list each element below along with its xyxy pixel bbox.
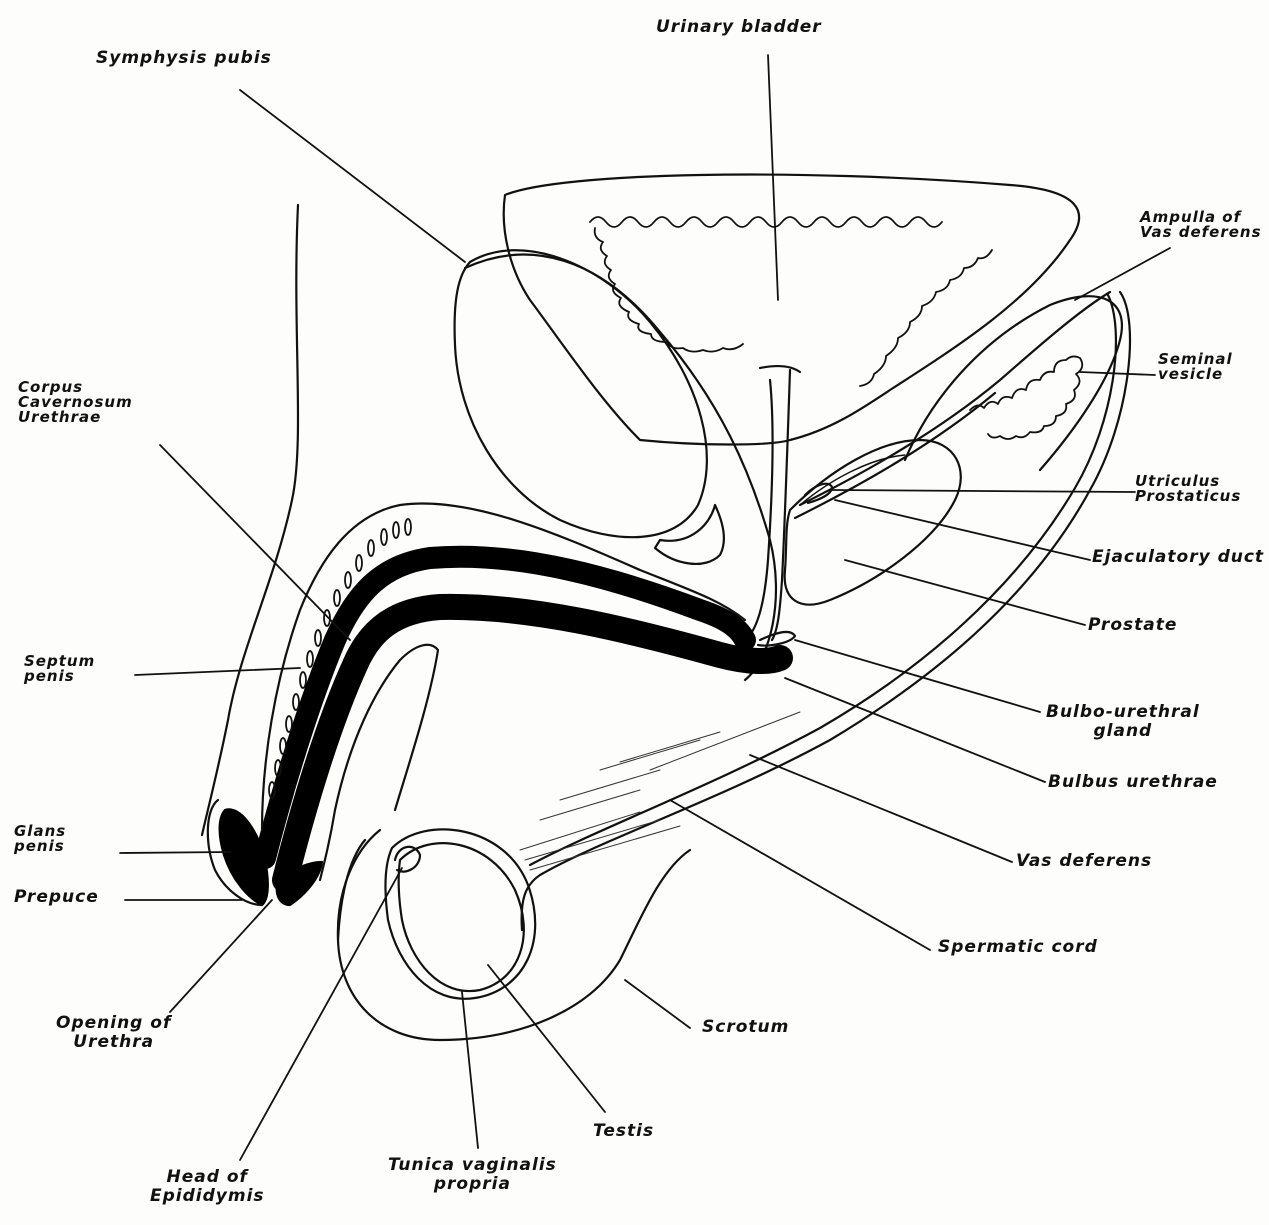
label-prepuce: Prepuce (14, 888, 99, 907)
bulbus-urethrae-band (285, 607, 780, 880)
bulbo-urethral-gland (758, 632, 795, 646)
scrotum-top (338, 840, 365, 940)
label-symphysis-pubis: Symphysis pubis (96, 49, 272, 68)
prostate-shape (785, 440, 961, 605)
label-spermatic-cord: Spermatic cord (938, 938, 1098, 957)
label-ejaculatory-duct: Ejaculatory duct (1092, 548, 1264, 567)
label-scrotum: Scrotum (702, 1018, 789, 1037)
glans-shape (220, 809, 268, 905)
seminal-vesicle-coils (970, 356, 1082, 439)
hatching (520, 712, 800, 870)
label-vas-deferens: Vas deferens (1016, 852, 1152, 871)
label-urinary-bladder: Urinary bladder (656, 18, 822, 37)
label-bulbus-urethrae: Bulbus urethrae (1048, 773, 1218, 792)
prostatic-urethra (745, 370, 790, 640)
body-wall-outline (202, 205, 298, 835)
bladder-neck (760, 366, 800, 372)
urinary-bladder-shape (504, 175, 1079, 445)
symphysis-pubis-shape (455, 250, 707, 537)
label-prostate: Prostate (1088, 616, 1177, 635)
label-testis: Testis (593, 1122, 654, 1141)
leader-lines (120, 55, 1170, 1160)
crus-curve (655, 505, 724, 564)
bladder-mucosa (590, 217, 992, 386)
ampulla-duct (795, 292, 1110, 518)
